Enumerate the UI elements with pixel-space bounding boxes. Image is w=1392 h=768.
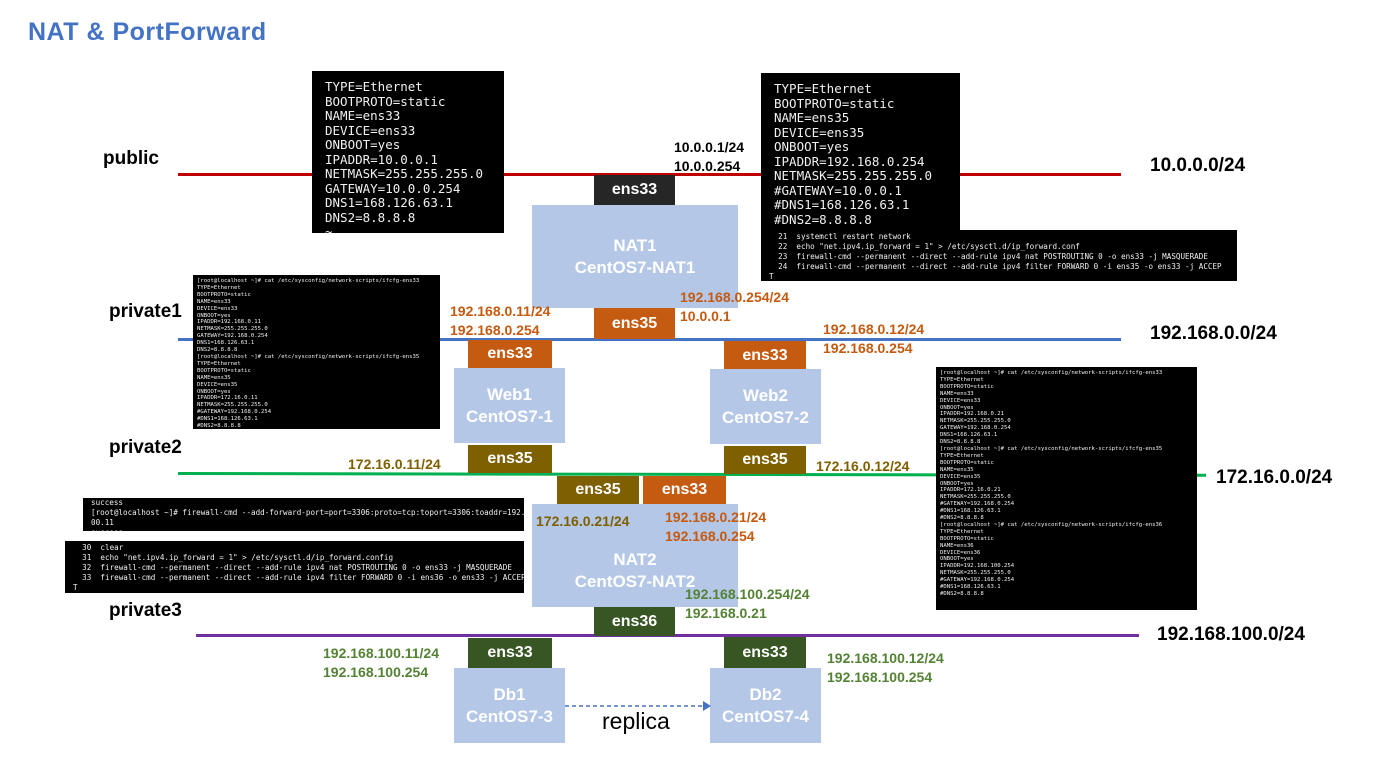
- db1-gw: 192.168.100.254: [323, 664, 429, 680]
- db2-ip: 192.168.100.12/24 192.168.100.254: [827, 649, 944, 687]
- private1-network-line: [178, 338, 1121, 341]
- nat1-private1-ip: 192.168.0.254/24 10.0.0.1: [680, 288, 789, 326]
- public-network-label: public: [103, 148, 159, 169]
- nat2-private3-ip: 192.168.100.254/24 192.168.0.21: [685, 585, 810, 623]
- db2-host: CentOS7-4: [722, 706, 809, 726]
- nat2-host: CentOS7-NAT2: [574, 571, 696, 591]
- web2-private1-addr: 192.168.0.12/24: [823, 321, 925, 337]
- private3-network-label: private3: [109, 600, 182, 621]
- web2-node: Web2 CentOS7-2: [710, 369, 821, 444]
- nat2-port-forward-terminal: success [root@localhost ~]# firewall-cmd…: [83, 498, 524, 531]
- nat2-config-terminal: [root@localhost ~]# cat /etc/sysconfig/n…: [936, 367, 1197, 610]
- nat1-private1-addr: 192.168.0.254/24: [680, 289, 789, 305]
- web1-config-terminal: [root@localhost ~]# cat /etc/sysconfig/n…: [193, 275, 440, 429]
- db2-name: Db2: [749, 684, 782, 704]
- db1-ens33-interface: ens33: [468, 638, 552, 668]
- web1-ens33-interface: ens33: [468, 340, 552, 368]
- nat1-ens33-interface: ens33: [594, 175, 675, 205]
- nat1-ens35-interface: ens35: [594, 308, 675, 339]
- web2-private2-addr: 172.16.0.12/24: [816, 458, 910, 474]
- nat1-ens33-config-terminal: TYPE=Ethernet BOOTPROTO=static NAME=ens3…: [312, 71, 504, 233]
- nat2-private1-gw: 192.168.0.254: [665, 528, 755, 544]
- db1-name: Db1: [493, 684, 526, 704]
- nat1-command-history-terminal: 21 systemctl restart network 22 echo "ne…: [761, 230, 1237, 281]
- nat2-node: NAT2 CentOS7-NAT2: [532, 504, 738, 607]
- replica-label: replica: [602, 708, 670, 734]
- db2-node: Db2 CentOS7-4: [710, 668, 821, 743]
- web1-private1-addr: 192.168.0.11/24: [450, 303, 551, 319]
- nat1-host: CentOS7-NAT1: [574, 257, 696, 277]
- web1-name: Web1: [486, 384, 533, 404]
- web2-name: Web2: [742, 385, 789, 405]
- web1-private2-addr: 172.16.0.11/24: [348, 456, 441, 472]
- web2-ens35-interface: ens35: [724, 446, 806, 474]
- nat2-private3-gw: 192.168.0.21: [685, 605, 767, 621]
- nat2-private2-addr: 172.16.0.21/24: [536, 513, 630, 529]
- private3-subnet: 192.168.100.0/24: [1157, 624, 1305, 645]
- page-title: NAT & PortForward: [28, 18, 267, 46]
- db1-node: Db1 CentOS7-3: [454, 668, 565, 743]
- db1-ip: 192.168.100.11/24 192.168.100.254: [323, 644, 439, 682]
- web1-host: CentOS7-1: [466, 406, 553, 426]
- private2-subnet: 172.16.0.0/24: [1216, 467, 1333, 488]
- nat2-command-history-terminal: 30 clear 31 echo "net.ipv4.ip_forward = …: [65, 541, 524, 593]
- db1-addr: 192.168.100.11/24: [323, 645, 440, 661]
- public-subnet: 10.0.0.0/24: [1150, 155, 1246, 176]
- nat1-ens35-config-terminal: TYPE=Ethernet BOOTPROTO=static NAME=ens3…: [761, 73, 960, 230]
- nat2-ens35-interface: ens35: [557, 476, 639, 504]
- web2-private1-gw: 192.168.0.254: [823, 340, 913, 356]
- nat2-ens33-interface: ens33: [643, 476, 726, 504]
- private1-network-label: private1: [109, 301, 182, 322]
- web1-node: Web1 CentOS7-1: [454, 368, 565, 443]
- nat2-private1-ip: 192.168.0.21/24 192.168.0.254: [665, 508, 766, 546]
- db2-gw: 192.168.100.254: [827, 669, 933, 685]
- nat1-public-ip: 10.0.0.1/24 10.0.0.254: [674, 138, 744, 176]
- nat1-public-gw: 10.0.0.254: [674, 158, 741, 174]
- replica-arrow: [565, 701, 711, 711]
- web2-host: CentOS7-2: [722, 407, 809, 427]
- private1-subnet: 192.168.0.0/24: [1150, 323, 1277, 344]
- web2-private1-ip: 192.168.0.12/24 192.168.0.254: [823, 320, 924, 358]
- nat1-public-addr: 10.0.0.1/24: [674, 139, 745, 155]
- nat2-private1-addr: 192.168.0.21/24: [665, 509, 767, 525]
- db1-host: CentOS7-3: [466, 706, 553, 726]
- nat2-ens36-interface: ens36: [594, 607, 675, 636]
- nat1-private1-gw: 10.0.0.1: [680, 308, 731, 324]
- db2-addr: 192.168.100.12/24: [827, 650, 944, 666]
- web2-ens33-interface: ens33: [724, 341, 806, 370]
- public-network-line: [178, 173, 1121, 176]
- web1-private1-gw: 192.168.0.254: [450, 322, 540, 338]
- web1-private1-ip: 192.168.0.11/24 192.168.0.254: [450, 302, 550, 340]
- nat1-node: NAT1 CentOS7-NAT1: [532, 205, 738, 308]
- nat1-name: NAT1: [613, 235, 657, 255]
- nat2-name: NAT2: [613, 549, 657, 569]
- nat2-private3-addr: 192.168.100.254/24: [685, 586, 810, 602]
- db2-ens33-interface: ens33: [724, 637, 806, 668]
- private2-network-label: private2: [109, 437, 182, 458]
- web1-ens35-interface: ens35: [468, 445, 552, 473]
